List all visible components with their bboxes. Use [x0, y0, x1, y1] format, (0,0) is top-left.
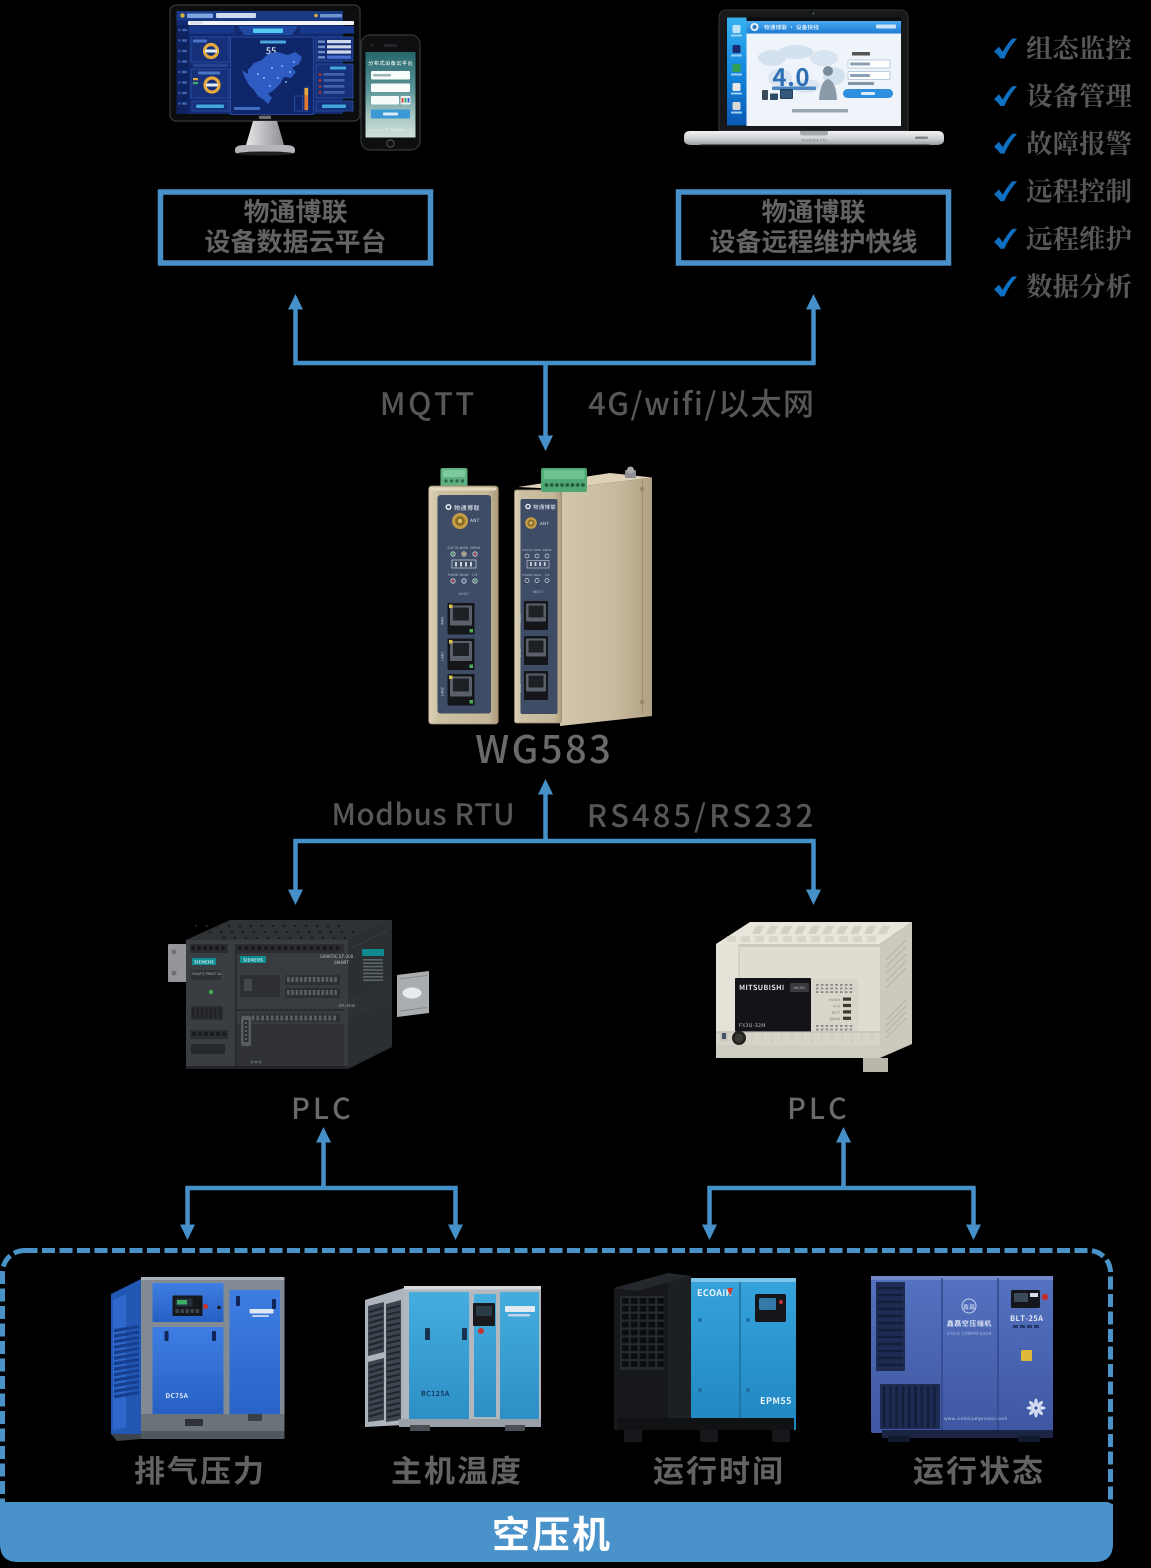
svg-text:LAN2: LAN2 — [441, 687, 445, 696]
svg-text:WAN: WAN — [441, 616, 445, 625]
svg-text:LAN2: LAN2 — [518, 684, 522, 692]
svg-text:WAN: WAN — [518, 614, 522, 622]
svg-text:LAN1: LAN1 — [518, 649, 522, 657]
svg-text:LAN1: LAN1 — [441, 652, 445, 661]
